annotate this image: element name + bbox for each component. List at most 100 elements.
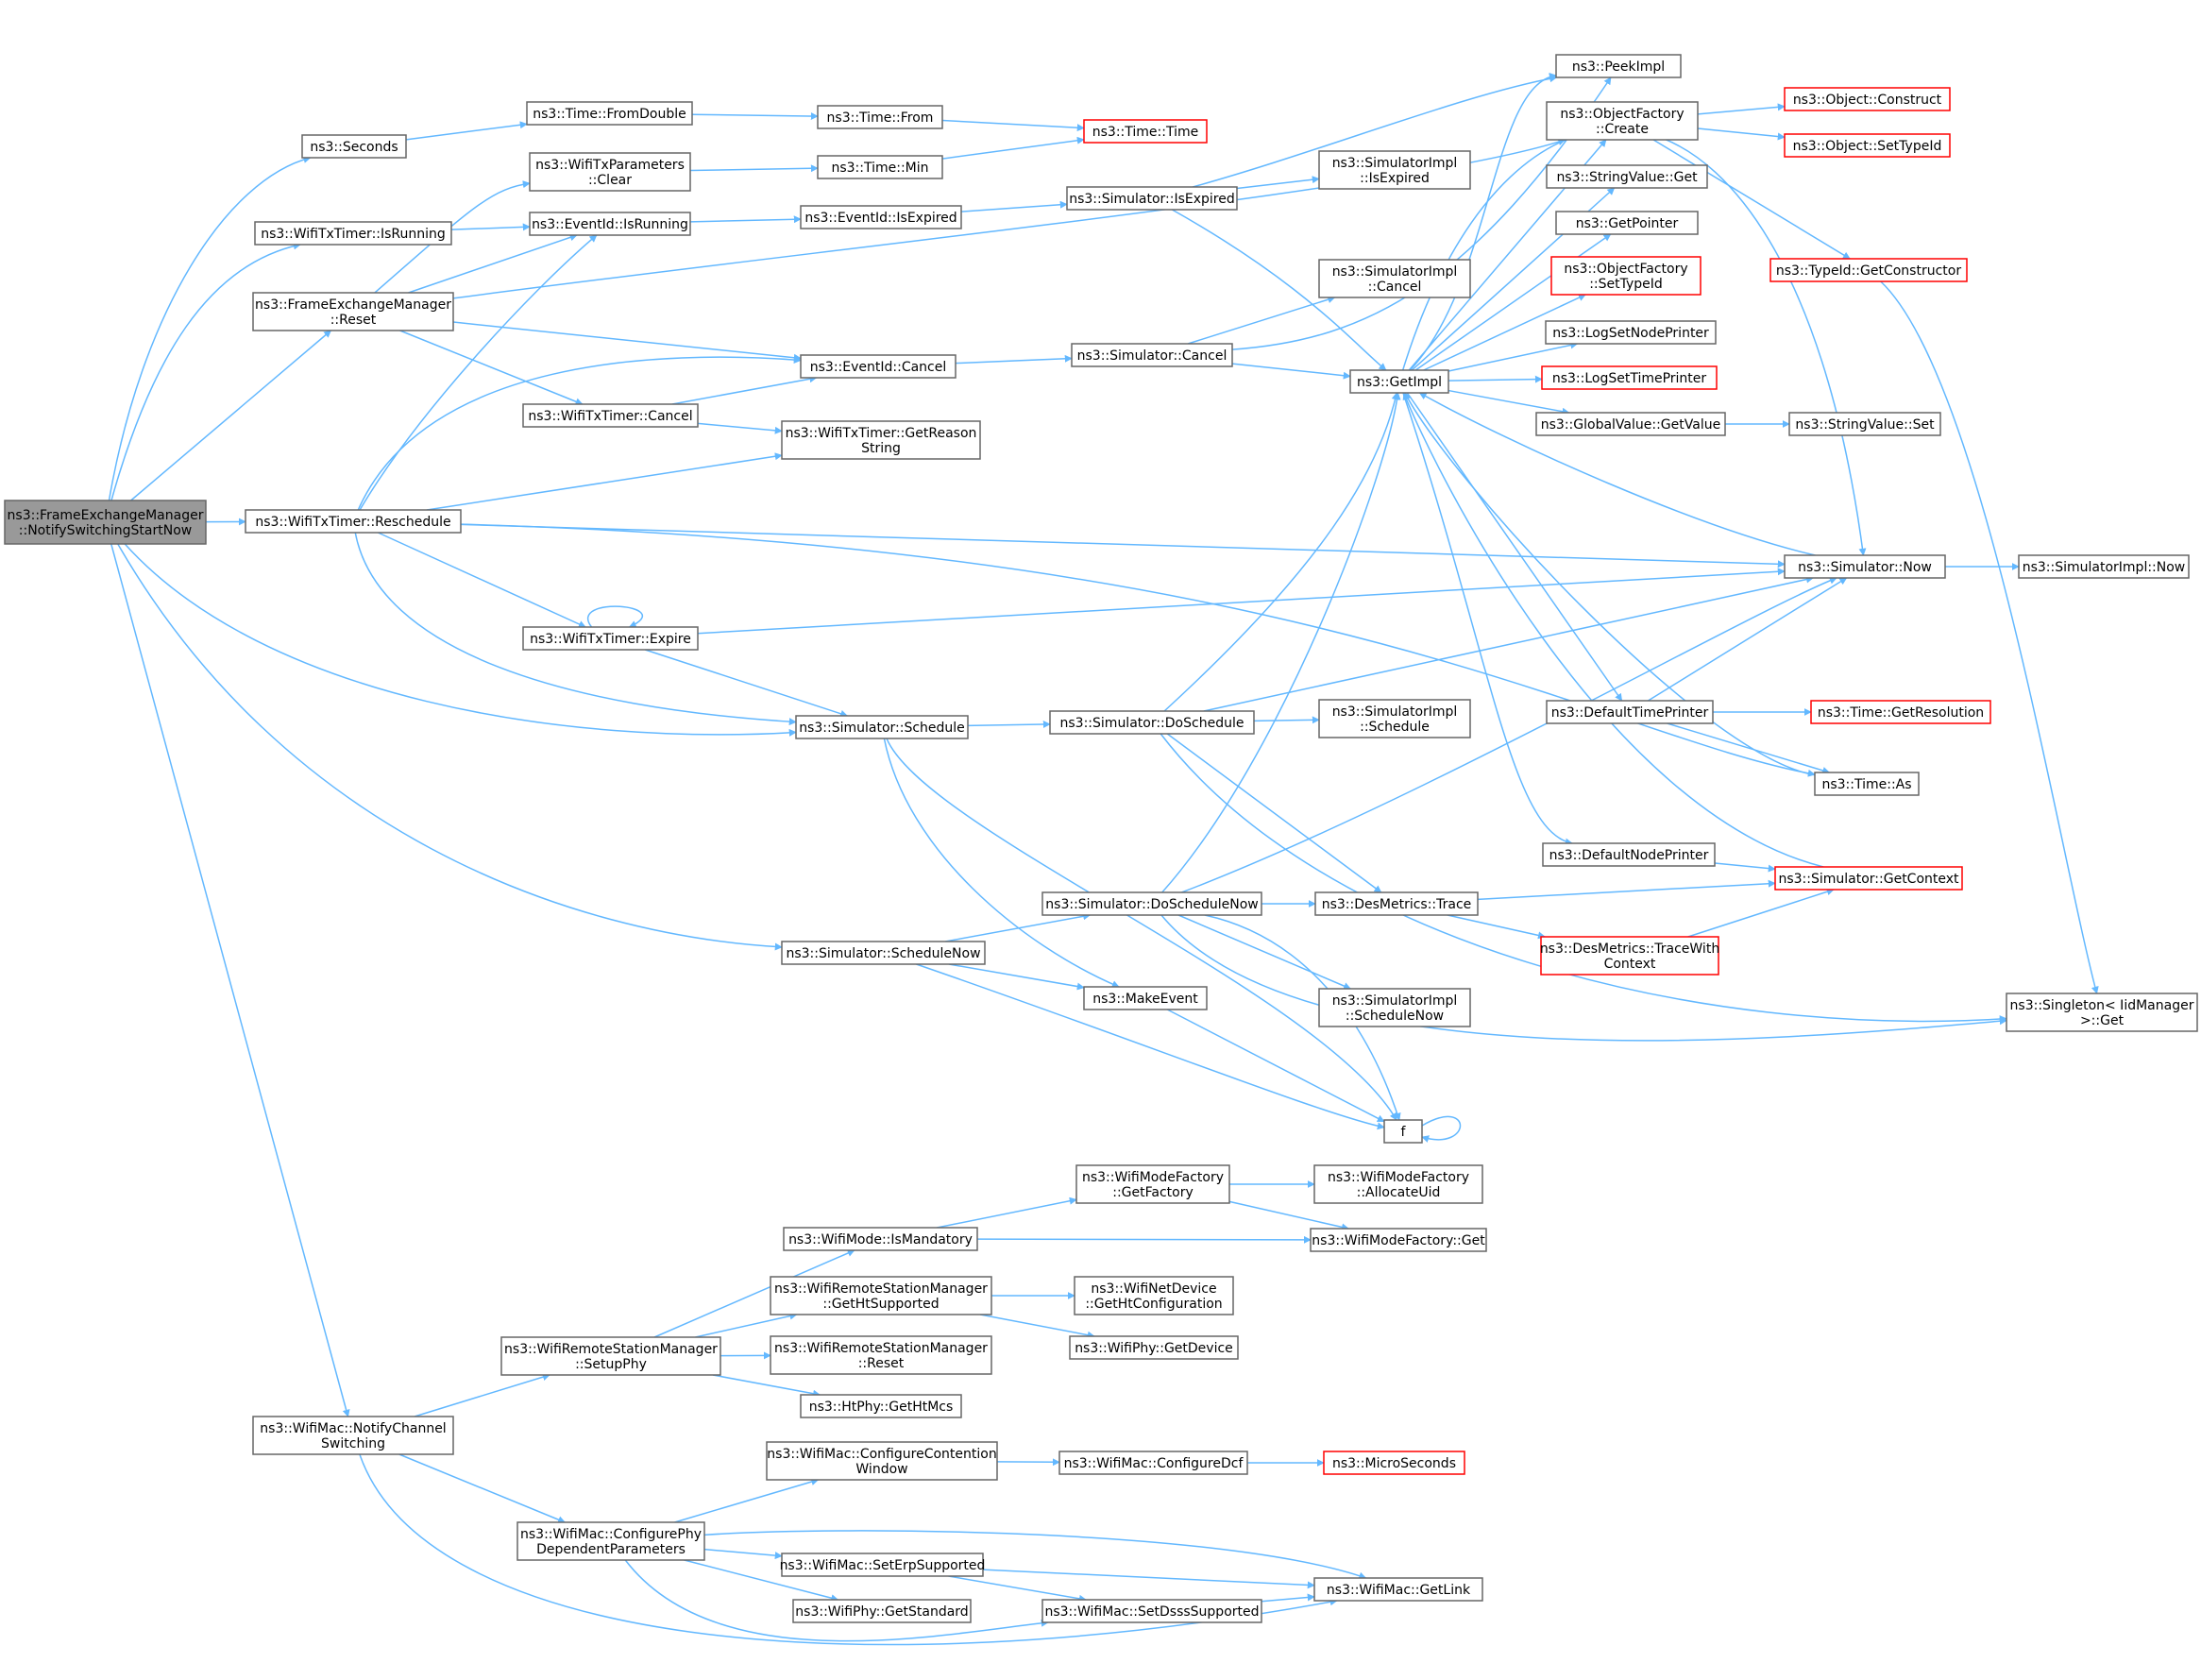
node-peekimpl[interactable]: ns3::PeekImpl (1555, 54, 1682, 78)
node-label: ns3::Time::FromDouble (533, 107, 686, 122)
node-label: Window (855, 1462, 907, 1477)
node-wmf-getfactory[interactable]: ns3::WifiModeFactory::GetFactory (1075, 1164, 1230, 1204)
node-singleton-get[interactable]: ns3::Singleton< IidManager >::Get (2006, 993, 2198, 1032)
node-label: ns3::Singleton< IidManager (2010, 998, 2194, 1013)
node-wm-getlink[interactable]: ns3::WifiMac::GetLink (1313, 1577, 1483, 1602)
node-wmode-ismandatory[interactable]: ns3::WifiMode::IsMandatory (783, 1227, 978, 1251)
node-desmetrics-trace[interactable]: ns3::DesMetrics::Trace (1314, 891, 1479, 916)
node-of-create[interactable]: ns3::ObjectFactory::Create (1546, 101, 1699, 141)
node-wm-setdsss[interactable]: ns3::WifiMac::SetDsssSupported (1041, 1599, 1262, 1623)
node-time-min[interactable]: ns3::Time::Min (817, 155, 943, 179)
edge-eid_isrunning-to-eid_isexpired (689, 215, 802, 224)
node-wmf-allocateuid[interactable]: ns3::WifiModeFactory::AllocateUid (1313, 1164, 1483, 1204)
node-box (770, 1335, 992, 1375)
node-sim-cancel[interactable]: ns3::Simulator::Cancel (1071, 343, 1233, 367)
node-sim-isexpired[interactable]: ns3::Simulator::IsExpired (1066, 186, 1238, 211)
node-simimpl-schedule[interactable]: ns3::SimulatorImpl::Schedule (1318, 699, 1471, 738)
node-label: ns3::SimulatorImpl (1332, 993, 1458, 1009)
edge-time_min-to-time_time (941, 136, 1085, 160)
node-logsettimeprinter[interactable]: ns3::LogSetTimePrinter (1541, 365, 1718, 390)
node-wtt-reschedule[interactable]: ns3::WifiTxTimer::Reschedule (245, 509, 462, 534)
node-defaulttimeprinter[interactable]: ns3::DefaultTimePrinter (1546, 700, 1714, 724)
edge-typeid_getconstructor-to-singleton_get (1880, 280, 2099, 994)
edge-desmetrics_trace-to-sim_getcontext (1477, 879, 1776, 901)
node-sim-getcontext[interactable]: ns3::Simulator::GetContext (1774, 866, 1963, 891)
node-eid-cancel[interactable]: ns3::EventId::Cancel (800, 354, 957, 379)
node-wrsm-reset[interactable]: ns3::WifiRemoteStationManager::Reset (770, 1335, 992, 1375)
node-typeid-getconstructor[interactable]: ns3::TypeId::GetConstructor (1769, 258, 1968, 282)
node-label: ns3::SimulatorImpl (1332, 156, 1458, 171)
node-wtxp-clear[interactable]: ns3::WifiTxParameters::Clear (529, 152, 691, 192)
node-label: ns3::Simulator::DoScheduleNow (1045, 897, 1258, 912)
node-gv-getvalue[interactable]: ns3::GlobalValue::GetValue (1535, 412, 1726, 436)
node-microseconds[interactable]: ns3::MicroSeconds (1323, 1451, 1465, 1475)
node-simimpl-schedulenow[interactable]: ns3::SimulatorImpl::ScheduleNow (1318, 988, 1471, 1027)
node-time-getresolution[interactable]: ns3::Time::GetResolution (1810, 700, 1991, 724)
node-simimpl-isexpired[interactable]: ns3::SimulatorImpl::IsExpired (1318, 150, 1471, 190)
node-label: ns3::WifiModeFactory::Get (1312, 1233, 1485, 1248)
edge-sim_getcontext-to-getimpl (1402, 392, 1824, 868)
node-getpointer[interactable]: ns3::GetPointer (1555, 211, 1699, 235)
node-sim-doschedule[interactable]: ns3::Simulator::DoSchedule (1049, 710, 1255, 735)
node-wrsm-setupphy[interactable]: ns3::WifiRemoteStationManager::SetupPhy (500, 1336, 721, 1376)
node-wm-configdcf[interactable]: ns3::WifiMac::ConfigureDcf (1058, 1451, 1248, 1475)
node-wphy-getstandard[interactable]: ns3::WifiPhy::GetStandard (792, 1599, 972, 1623)
node-sim-schedule[interactable]: ns3::Simulator::Schedule (795, 715, 969, 739)
node-label: ns3::ObjectFactory (1560, 107, 1684, 122)
node-label: ns3::LogSetNodePrinter (1552, 326, 1709, 341)
node-defaultnodeprinter[interactable]: ns3::DefaultNodePrinter (1542, 842, 1716, 867)
node-wnd-gethtconfig[interactable]: ns3::WifiNetDevice::GetHtConfiguration (1074, 1276, 1234, 1315)
node-wrsm-getht[interactable]: ns3::WifiRemoteStationManager::GetHtSupp… (770, 1276, 992, 1315)
node-simimpl-cancel[interactable]: ns3::SimulatorImpl::Cancel (1318, 259, 1471, 298)
node-wtt-cancel[interactable]: ns3::WifiTxTimer::Cancel (522, 403, 699, 428)
edge-sim_schedulenow-to-sim_doschedulenow (945, 912, 1092, 942)
node-time-from[interactable]: ns3::Time::From (817, 105, 943, 129)
node-seconds[interactable]: ns3::Seconds (301, 134, 407, 159)
node-sim-now[interactable]: ns3::Simulator::Now (1784, 554, 1946, 579)
node-wm-configphy[interactable]: ns3::WifiMac::ConfigurePhyDependentParam… (516, 1521, 705, 1561)
node-obj-construct[interactable]: ns3::Object::Construct (1784, 87, 1951, 111)
node-box (792, 1599, 972, 1623)
node-sim-schedulenow[interactable]: ns3::Simulator::ScheduleNow (781, 941, 986, 965)
edge-sim_isexpired-to-getimpl (1171, 209, 1387, 371)
node-sv-set[interactable]: ns3::StringValue::Set (1788, 412, 1941, 436)
node-wtt-expire[interactable]: ns3::WifiTxTimer::Expire (522, 626, 699, 651)
node-label: ns3::Seconds (310, 140, 398, 155)
node-fem-reset[interactable]: ns3::FrameExchangeManager::Reset (252, 292, 454, 331)
node-eid-isrunning[interactable]: ns3::EventId::IsRunning (529, 212, 691, 236)
node-htphy-gethtmcs[interactable]: ns3::HtPhy::GetHtMcs (800, 1394, 962, 1418)
node-box (4, 500, 207, 545)
node-box (1069, 1335, 1239, 1360)
node-box (817, 155, 943, 179)
node-f[interactable]: f (1383, 1119, 1423, 1144)
node-logsetnodeprinter[interactable]: ns3::LogSetNodePrinter (1545, 320, 1717, 345)
edge-getimpl-to-gv_getvalue (1448, 389, 1570, 416)
node-label: ns3::WifiMac::ConfigureContention (767, 1447, 996, 1462)
node-sim-doschedulenow[interactable]: ns3::Simulator::DoScheduleNow (1041, 891, 1262, 916)
node-time-as[interactable]: ns3::Time::As (1814, 772, 1920, 796)
node-eid-isexpired[interactable]: ns3::EventId::IsExpired (800, 205, 962, 229)
node-time-time[interactable]: ns3::Time::Time (1083, 119, 1208, 144)
node-obj-settypeid[interactable]: ns3::Object::SetTypeId (1784, 133, 1951, 158)
node-wmf-get[interactable]: ns3::WifiModeFactory::Get (1310, 1228, 1487, 1252)
node-wm-seterp[interactable]: ns3::WifiMac::SetErpSupported (780, 1553, 986, 1577)
node-box (1075, 1164, 1230, 1204)
node-label: ns3::StringValue::Get (1556, 170, 1698, 185)
node-wtt-isrunning[interactable]: ns3::WifiTxTimer::IsRunning (254, 221, 452, 246)
node-box (1545, 320, 1717, 345)
node-time-fromdouble[interactable]: ns3::Time::FromDouble (526, 101, 693, 126)
node-root[interactable]: ns3::FrameExchangeManager::NotifySwitchi… (4, 500, 207, 545)
node-sv-get[interactable]: ns3::StringValue::Get (1546, 164, 1708, 189)
edge-wtt_cancel-to-eid_cancel (671, 375, 818, 405)
node-of-settypeid[interactable]: ns3::ObjectFactory::SetTypeId (1550, 256, 1702, 296)
node-simimpl-now[interactable]: ns3::SimulatorImpl::Now (2018, 554, 2190, 579)
node-getimpl[interactable]: ns3::GetImpl (1349, 369, 1449, 394)
node-wphy-getdevice[interactable]: ns3::WifiPhy::GetDevice (1069, 1335, 1239, 1360)
node-makeevent[interactable]: ns3::MakeEvent (1083, 986, 1208, 1010)
node-label: ns3::EventId::Cancel (810, 360, 947, 375)
node-box (1546, 700, 1714, 724)
